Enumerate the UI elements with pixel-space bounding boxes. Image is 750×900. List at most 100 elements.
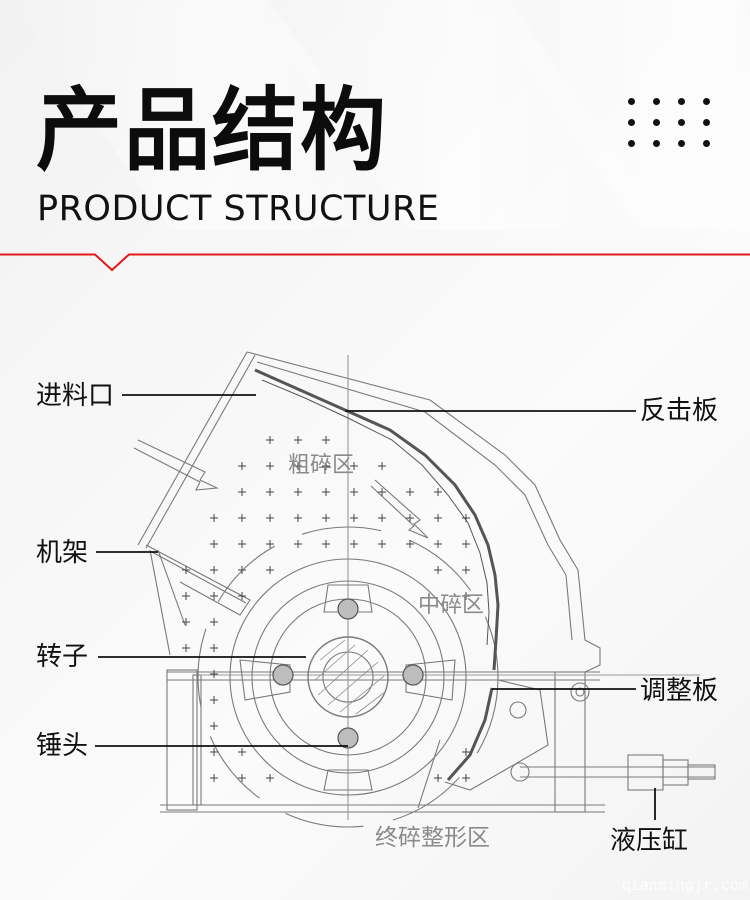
plus-marker xyxy=(182,566,190,574)
plus-marker xyxy=(182,644,190,652)
hammer-arm xyxy=(323,584,373,613)
plus-marker xyxy=(378,514,386,522)
final-zone-arrow xyxy=(417,739,441,809)
feed-arrow xyxy=(133,439,220,491)
hatch-line xyxy=(319,639,346,661)
rotor-blowbar-ring xyxy=(251,580,445,774)
callout-adjusting-plate: 调整板 xyxy=(640,676,719,706)
plus-marker xyxy=(266,540,274,548)
plus-marker xyxy=(210,774,218,782)
housing-outline xyxy=(246,351,601,673)
page-title-en: PRODUCT STRUCTURE xyxy=(37,189,440,229)
feed-chute-left-inner xyxy=(145,354,256,549)
base-frame xyxy=(166,669,198,811)
plus-marker xyxy=(462,514,470,522)
hinge-pin-inner xyxy=(575,687,585,697)
plus-marker xyxy=(182,592,190,600)
hammer-arm xyxy=(405,659,456,701)
plus-marker xyxy=(434,540,442,548)
plus-marker xyxy=(210,670,218,678)
frame-brace xyxy=(149,549,171,656)
hammer-pin xyxy=(337,727,359,749)
plus-marker xyxy=(406,488,414,496)
hammer-arm xyxy=(239,659,291,701)
dot xyxy=(628,140,635,147)
impact-plate-chain xyxy=(254,368,500,671)
plus-marker xyxy=(322,488,330,496)
hatch-line xyxy=(355,691,386,715)
feed-chute-left xyxy=(137,351,248,546)
plus-marker xyxy=(378,488,386,496)
plus-marker xyxy=(294,436,302,444)
callout-hydraulic-cylinder: 液压缸 xyxy=(610,826,689,856)
plus-marker xyxy=(238,540,246,548)
plus-marker xyxy=(350,540,358,548)
zone-label-medium: 中碎区 xyxy=(418,593,484,618)
dot xyxy=(678,98,685,105)
section-divider xyxy=(0,253,750,272)
dot xyxy=(678,119,685,126)
dot xyxy=(678,140,685,147)
plus-marker xyxy=(294,462,302,470)
plus-marker xyxy=(462,748,470,756)
plus-marker xyxy=(322,540,330,548)
plus-marker xyxy=(266,462,274,470)
plus-marker xyxy=(378,462,386,470)
plus-marker xyxy=(434,566,442,574)
plus-marker xyxy=(238,592,246,600)
plus-marker xyxy=(462,592,470,600)
hammer-arm xyxy=(323,769,373,791)
callout-frame: 机架 xyxy=(36,538,89,568)
hatch-line xyxy=(317,649,369,696)
plus-marker xyxy=(322,514,330,522)
plus-marker xyxy=(266,566,274,574)
plus-marker xyxy=(238,514,246,522)
dot xyxy=(703,140,710,147)
dot xyxy=(703,98,710,105)
plus-marker xyxy=(462,566,470,574)
callout-impact-plate: 反击板 xyxy=(640,396,719,426)
plus-marker xyxy=(378,540,386,548)
plus-marker xyxy=(434,774,442,782)
plus-marker xyxy=(210,618,218,626)
dot xyxy=(703,119,710,126)
plus-marker xyxy=(350,514,358,522)
hatch-line xyxy=(327,661,379,706)
flow-arrow xyxy=(370,479,429,539)
material-markers xyxy=(182,436,470,782)
frame-plate xyxy=(145,544,251,616)
plus-marker xyxy=(266,774,274,782)
adjusting-plate xyxy=(446,687,494,781)
cylinder-body xyxy=(627,754,664,791)
plus-marker xyxy=(406,514,414,522)
hatch-line xyxy=(339,675,385,713)
crushing-arc xyxy=(197,526,499,828)
frame-brace xyxy=(157,549,186,626)
rotor-shaft xyxy=(322,651,374,703)
callout-hammer: 锤头 xyxy=(36,731,89,761)
plus-marker xyxy=(266,488,274,496)
plus-marker xyxy=(266,436,274,444)
hammer-pin xyxy=(272,664,294,686)
housing-inner-outline xyxy=(256,361,573,641)
zone-label-final: 终碎整形区 xyxy=(375,825,490,851)
impact-plate-teeth xyxy=(254,368,500,671)
page-title-cn: 产品结构 xyxy=(36,78,388,184)
plus-marker xyxy=(238,462,246,470)
plus-marker xyxy=(210,592,218,600)
plus-marker xyxy=(210,722,218,730)
dot xyxy=(653,119,660,126)
adjusting-pivot xyxy=(509,701,527,719)
plus-marker xyxy=(238,774,246,782)
plus-marker xyxy=(322,462,330,470)
dot xyxy=(628,119,635,126)
hatch-line xyxy=(314,644,356,681)
plus-marker xyxy=(462,774,470,782)
hinge-pin xyxy=(570,682,590,702)
callout-feed-inlet: 进料口 xyxy=(36,381,115,411)
cylinder-rod-end xyxy=(687,764,716,780)
plus-marker xyxy=(210,540,218,548)
hammer-pin xyxy=(337,598,359,620)
plus-marker xyxy=(294,540,302,548)
plus-marker xyxy=(294,488,302,496)
